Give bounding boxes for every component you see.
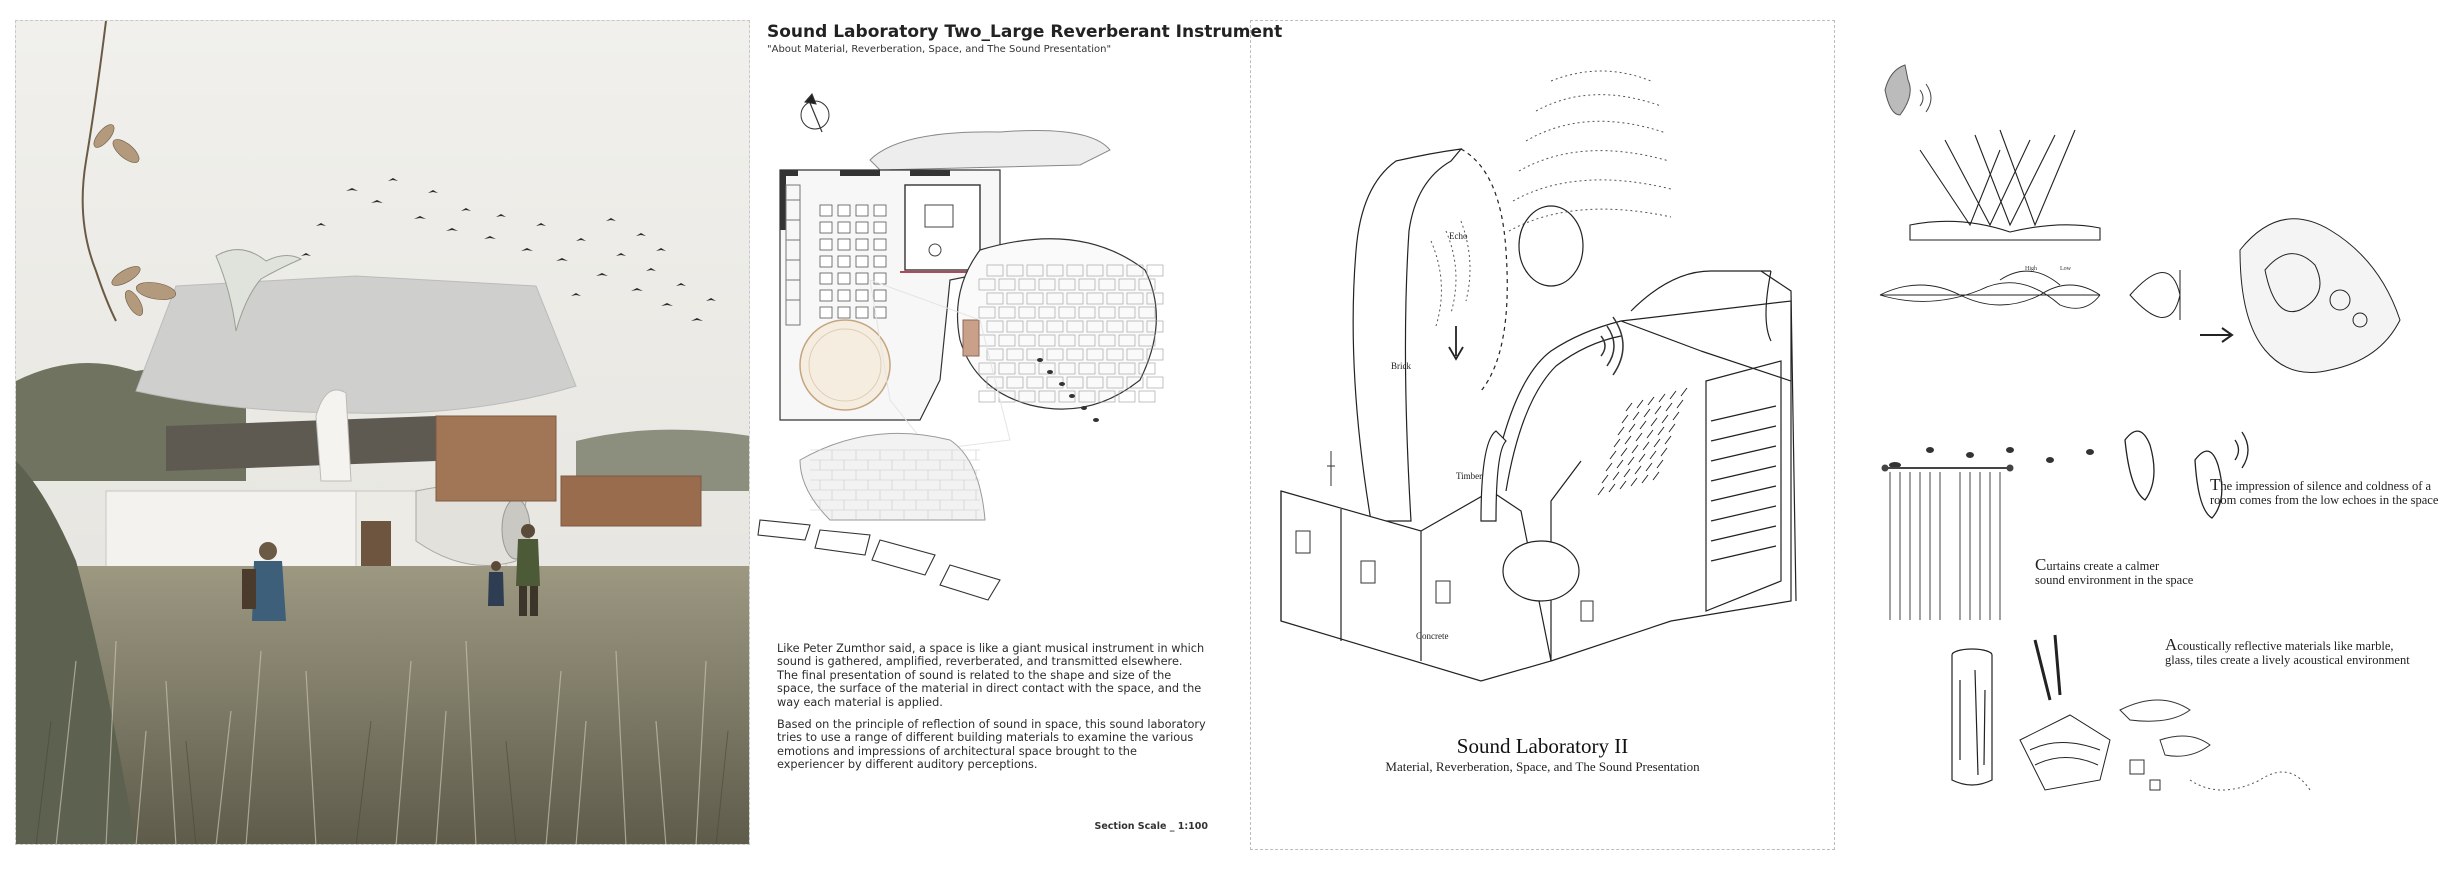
reflection-diagram	[1909, 129, 2101, 241]
seagull	[215, 249, 303, 332]
axonometric-title: Sound Laboratory II	[1456, 734, 1629, 758]
collage-image	[15, 20, 750, 845]
label-echo: Echo	[1449, 231, 1468, 241]
axonometric-drawing	[1280, 70, 1797, 682]
acoustic-notes-panel: High Low The impression of silence and c…	[1860, 20, 2450, 850]
footprint-icons	[2124, 430, 2249, 519]
label-concrete: Concrete	[1416, 631, 1449, 641]
plan-title: Sound Laboratory Two_Large Reverberant I…	[767, 22, 1283, 42]
wave-high-label: High	[2025, 266, 2037, 272]
section-scale-label: Section Scale _ 1:100	[1094, 821, 1209, 832]
birds	[301, 178, 716, 321]
glass-shards	[2119, 699, 2211, 791]
ear-illustration	[2239, 218, 2401, 373]
tree-stump	[1951, 648, 1993, 786]
label-brick: Brick	[1391, 361, 1411, 371]
sound-wave-icon	[1600, 316, 1624, 376]
note-impression: The impression of silence and coldness o…	[2210, 475, 2439, 507]
echo-arcs	[1430, 70, 1672, 327]
plan-subtitle: "About Material, Reverberation, Space, a…	[767, 44, 1112, 55]
stone-room	[957, 238, 1157, 410]
note-acoustic-materials: Acoustically reflective materials like m…	[2165, 635, 2410, 667]
description-paragraph-2: Based on the principle of reflection of …	[777, 718, 1206, 772]
label-timber: Timber	[1456, 471, 1483, 481]
dome-roof	[135, 275, 577, 414]
bird-icon	[1884, 64, 1911, 116]
axonometric-subtitle: Material, Reverberation, Space, and The …	[1385, 759, 1700, 774]
axonometric-panel: Echo Brick Timber Concrete Sound Laborat…	[1250, 20, 1835, 850]
stone-pattern	[978, 264, 1164, 403]
north-arrow-icon	[800, 93, 830, 133]
seating-grid	[819, 204, 887, 319]
plan-panel: Sound Laboratory Two_Large Reverberant I…	[750, 20, 1282, 845]
brick-wall	[1352, 148, 1463, 522]
branch	[81, 21, 117, 322]
acoustic-diagrams	[1879, 64, 2401, 791]
benches	[757, 519, 1001, 601]
people-figures	[242, 524, 540, 621]
footprints	[1037, 358, 1099, 422]
curtain-illustration	[1881, 464, 2014, 620]
brick-wing	[799, 432, 986, 521]
wave-diagram	[1879, 270, 2101, 309]
marble-sample	[2019, 714, 2111, 791]
collage-illustration	[16, 21, 749, 844]
description-paragraph-1: Like Peter Zumthor said, a space is like…	[777, 642, 1205, 709]
timber-round-room	[799, 319, 891, 411]
wave-low-label: Low	[2060, 266, 2071, 272]
note-curtains: Curtains create a calmer sound environme…	[2035, 555, 2194, 587]
floor-plan-drawing	[757, 93, 1164, 601]
brick-tower	[435, 415, 557, 502]
round-opening	[1518, 205, 1584, 287]
